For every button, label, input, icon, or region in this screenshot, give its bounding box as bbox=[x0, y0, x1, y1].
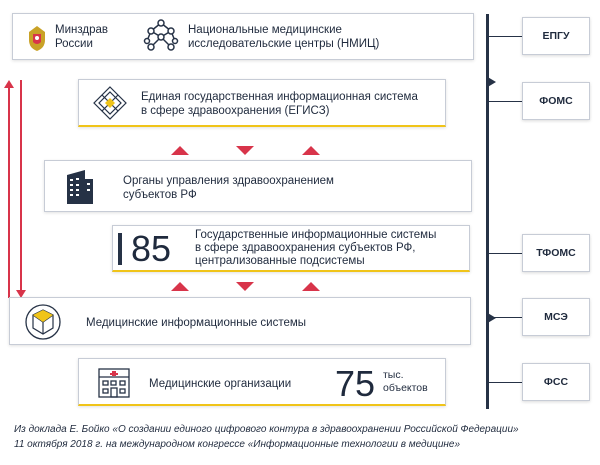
side-box-tfoms: ТФОМС bbox=[522, 234, 590, 272]
egisz-box: Единая государственная информационная си… bbox=[78, 79, 446, 127]
gis-accent-bar bbox=[118, 233, 122, 265]
gis-line2: в сфере здравоохранения субъектов РФ, bbox=[195, 242, 416, 254]
ministry-line1: Минздрав bbox=[55, 24, 108, 36]
ministry-line2: России bbox=[55, 38, 93, 50]
side-box-epgu: ЕПГУ bbox=[522, 17, 590, 55]
nmic-line2: исследовательские центры (НМИЦ) bbox=[188, 38, 380, 50]
side-box-mse: МСЭ bbox=[522, 298, 590, 336]
nmic-line1: Национальные медицинские bbox=[188, 24, 342, 36]
right-axis-line bbox=[486, 14, 489, 409]
arrow-up-1 bbox=[171, 146, 189, 155]
left-arrow-down bbox=[16, 80, 26, 298]
right-axis-connector-5 bbox=[489, 382, 522, 383]
left-arrow-up bbox=[4, 80, 14, 298]
egisz-line1: Единая государственная информационная си… bbox=[141, 91, 418, 103]
regional-line2: субъектов РФ bbox=[123, 189, 197, 201]
right-axis-connector-3 bbox=[489, 253, 522, 254]
axis-arrow-right-1 bbox=[486, 76, 496, 88]
regional-line1: Органы управления здравоохранением bbox=[123, 175, 334, 187]
egisz-line2: в сфере здравоохранения (ЕГИСЗ) bbox=[141, 105, 330, 117]
arrow-down-1 bbox=[236, 146, 254, 155]
med-orgs-unit2: объектов bbox=[383, 382, 428, 394]
caption-line1: Из доклада Е. Бойко «О создании единого … bbox=[14, 424, 519, 435]
arrow-down-2 bbox=[236, 282, 254, 291]
building-icon bbox=[67, 170, 93, 204]
mis-box: Медицинские информационные системы bbox=[9, 297, 471, 345]
coat-of-arms-icon bbox=[29, 26, 45, 51]
side-box-foms: ФОМС bbox=[522, 82, 590, 120]
arrow-up-2 bbox=[302, 146, 320, 155]
regional-gis-box: 85 Государственные информационные систем… bbox=[112, 225, 470, 272]
ministry-box: Минздрав России Национальные медицинские… bbox=[12, 13, 474, 60]
right-axis-connector-2 bbox=[489, 101, 522, 102]
med-orgs-count: 75 bbox=[335, 363, 376, 404]
arrow-up-4 bbox=[302, 282, 320, 291]
regional-box: Органы управления здравоохранением субъе… bbox=[44, 160, 472, 212]
side-box-fss: ФСС bbox=[522, 363, 590, 401]
gis-line3: централизованные подсистемы bbox=[195, 255, 365, 267]
med-orgs-label: Медицинские организации bbox=[149, 378, 292, 390]
right-axis-connector-4 bbox=[489, 317, 522, 318]
med-orgs-unit1: тыс. bbox=[383, 369, 404, 381]
cube-grid-icon bbox=[93, 86, 127, 120]
axis-arrow-right-2 bbox=[486, 312, 496, 324]
mis-label: Медицинские информационные системы bbox=[86, 317, 307, 329]
network-icon bbox=[143, 19, 179, 51]
gis-count: 85 bbox=[131, 228, 172, 269]
med-orgs-box: Медицинские организации 75 тыс. объектов bbox=[78, 358, 446, 406]
caption-line2: 11 октября 2018 г. на международном конг… bbox=[14, 439, 461, 450]
right-axis-connector-1 bbox=[489, 36, 522, 37]
cube-circle-icon bbox=[25, 304, 61, 340]
gis-line1: Государственные информационные системы bbox=[195, 229, 437, 241]
arrow-up-3 bbox=[171, 282, 189, 291]
hospital-icon bbox=[98, 368, 130, 398]
